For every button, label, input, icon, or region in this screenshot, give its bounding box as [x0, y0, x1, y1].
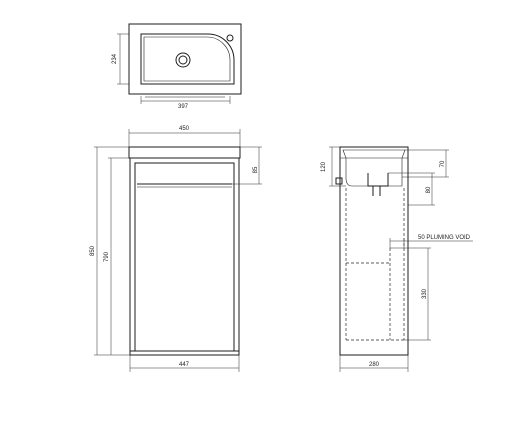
front-view: 450 447 850 790 85 — [90, 126, 262, 372]
side-top-right-label: 70 — [440, 160, 446, 167]
front-total-height-label: 850 — [90, 245, 96, 256]
side-body — [339, 146, 409, 356]
side-basin-height-label: 120 — [321, 161, 327, 172]
side-void-label: 50 PLUMING VOID — [418, 235, 471, 241]
top-width-label: 397 — [178, 104, 189, 110]
top-depth-label: 234 — [112, 53, 118, 64]
drain-inner-circle — [178, 55, 188, 65]
front-basin-top — [128, 146, 241, 159]
side-depth-label: 280 — [369, 362, 380, 368]
side-void-height-label: 330 — [422, 288, 428, 299]
side-waste-label: 80 — [426, 186, 432, 193]
side-handle-block — [335, 177, 343, 185]
basin-bowl-inner — [143, 36, 231, 82]
front-top-width-label: 450 — [179, 126, 190, 132]
top-view: 234 397 — [112, 23, 242, 110]
drain-outer-circle — [175, 52, 191, 68]
side-basin-profile — [342, 149, 406, 187]
basin-bowl-outer — [140, 33, 235, 85]
front-door — [134, 162, 235, 352]
front-carcass — [129, 157, 240, 356]
front-top-section-label: 85 — [253, 166, 259, 173]
front-bottom-width-label: 447 — [179, 362, 190, 368]
front-carcass-height-label: 790 — [104, 251, 110, 262]
tap-hole-circle — [226, 34, 234, 42]
side-view: 120 70 80 50 PLUMING VOID 330 280 — [321, 146, 473, 372]
side-waste-trap — [367, 173, 389, 187]
